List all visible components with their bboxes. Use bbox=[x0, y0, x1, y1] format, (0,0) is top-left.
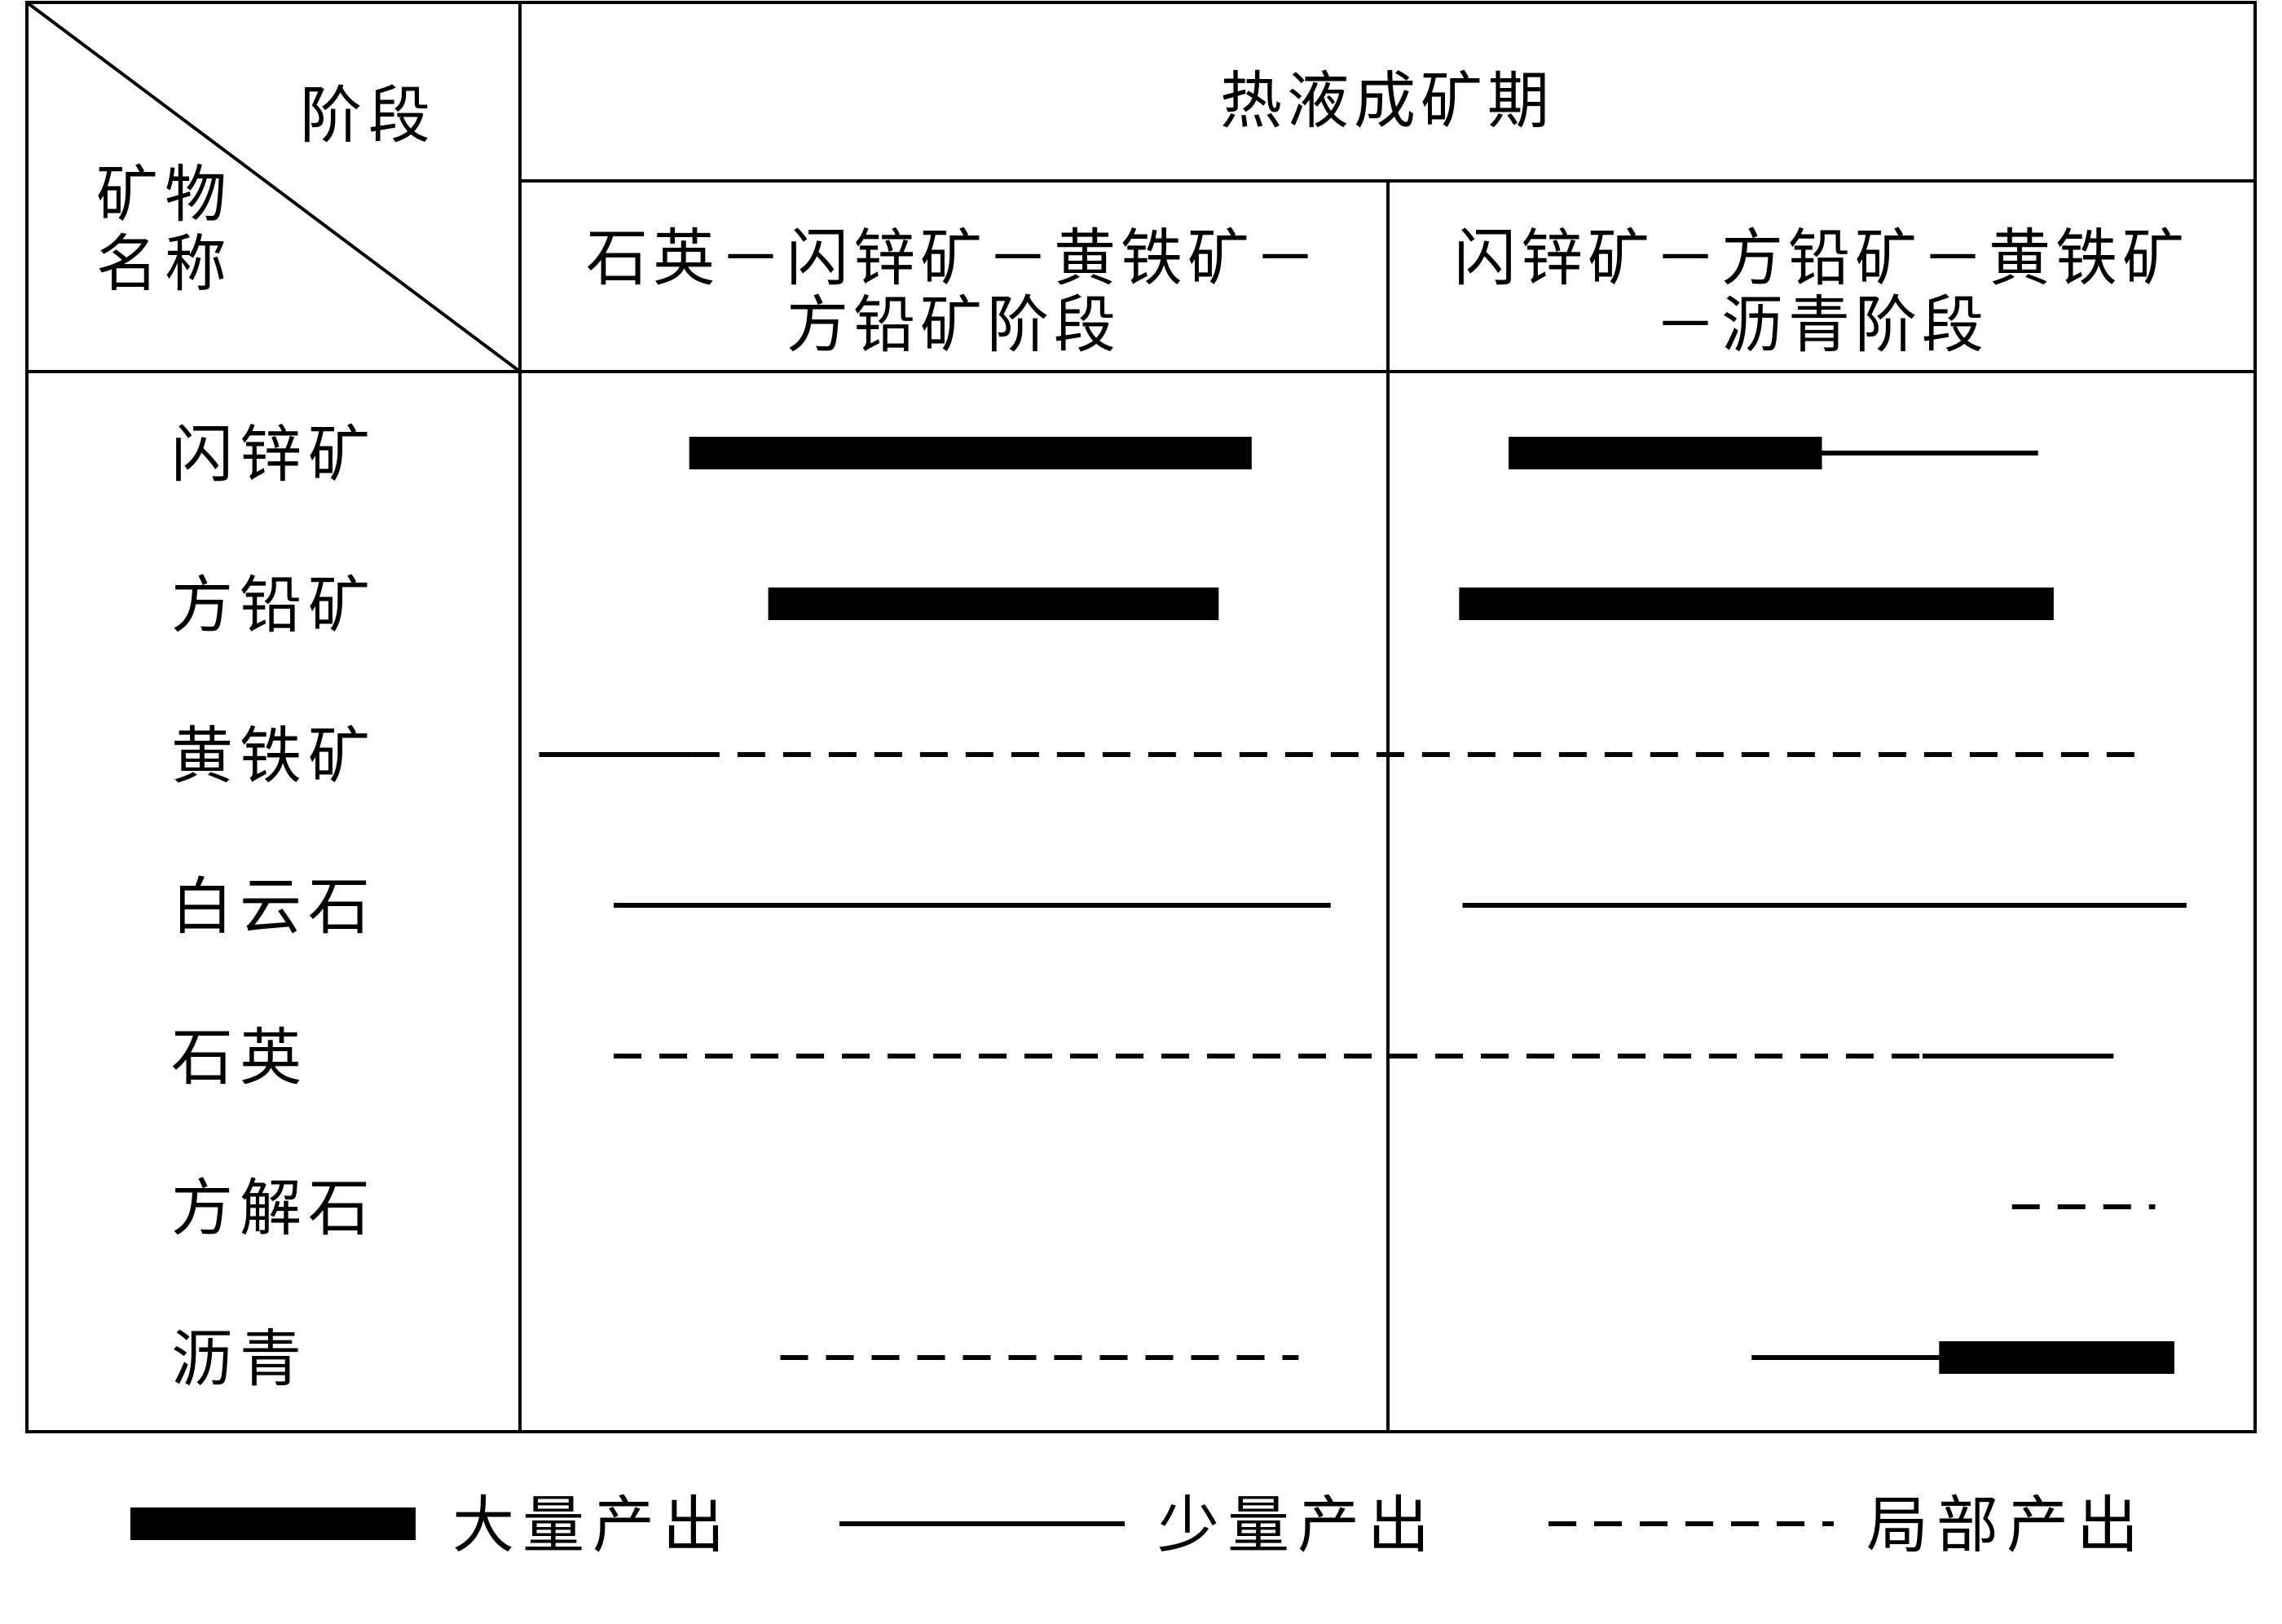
legend-item: 大量产出 bbox=[130, 1489, 733, 1561]
mineral-row: 黄铁矿 bbox=[171, 720, 2143, 792]
mineral-row: 白云石 bbox=[171, 870, 2187, 943]
occurrence-bar-major bbox=[689, 437, 1252, 469]
legend-item: 局部产出 bbox=[1548, 1489, 2147, 1561]
period-title: 热液成矿期 bbox=[1220, 64, 1554, 137]
mineral-row: 石英 bbox=[171, 1021, 2114, 1094]
mineral-name: 方铅矿 bbox=[171, 569, 377, 641]
mineral-name: 闪锌矿 bbox=[171, 418, 377, 491]
stage2-title-line1: 闪锌矿－方铅矿－黄铁矿 bbox=[1454, 222, 2189, 294]
occurrence-bar-major bbox=[1459, 588, 2054, 620]
mineral-row: 沥青 bbox=[171, 1323, 2174, 1395]
stage-axis-label: 阶段 bbox=[300, 79, 437, 152]
legend-item: 少量产出 bbox=[839, 1489, 1438, 1561]
legend-label: 大量产出 bbox=[452, 1489, 733, 1561]
mineral-name: 沥青 bbox=[171, 1323, 308, 1395]
mineral-axis-label-line1: 矿物 bbox=[96, 158, 233, 231]
mineral-axis-label-line2: 名称 bbox=[96, 227, 233, 300]
header-diagonal bbox=[25, 1, 522, 373]
legend-label: 局部产出 bbox=[1866, 1489, 2147, 1561]
mineral-name: 方解石 bbox=[171, 1172, 377, 1244]
mineral-row: 方解石 bbox=[171, 1172, 2156, 1244]
table-frame bbox=[25, 1, 2257, 1433]
mineral-row: 闪锌矿 bbox=[171, 418, 2038, 491]
legend: 大量产出 少量产出 局部产出 bbox=[130, 1489, 2147, 1561]
mineral-name: 黄铁矿 bbox=[171, 720, 377, 792]
occurrence-bar-major bbox=[768, 588, 1219, 620]
mineral-row: 方铅矿 bbox=[171, 569, 2054, 641]
mineral-name: 白云石 bbox=[171, 870, 377, 943]
legend-swatch-major bbox=[130, 1507, 416, 1540]
stage2-title-line2: －沥青阶段 bbox=[1654, 288, 1989, 361]
stage1-title-line2: 方铅矿阶段 bbox=[786, 288, 1121, 361]
table-border bbox=[25, 1, 2257, 1433]
mineral-name: 石英 bbox=[171, 1021, 308, 1094]
occurrence-bar-major bbox=[1509, 437, 1822, 469]
stage1-title-line1: 石英－闪锌矿－黄铁矿－ bbox=[586, 222, 1321, 294]
occurrence-bar-major bbox=[1939, 1341, 2174, 1374]
legend-label: 少量产出 bbox=[1157, 1489, 1438, 1561]
